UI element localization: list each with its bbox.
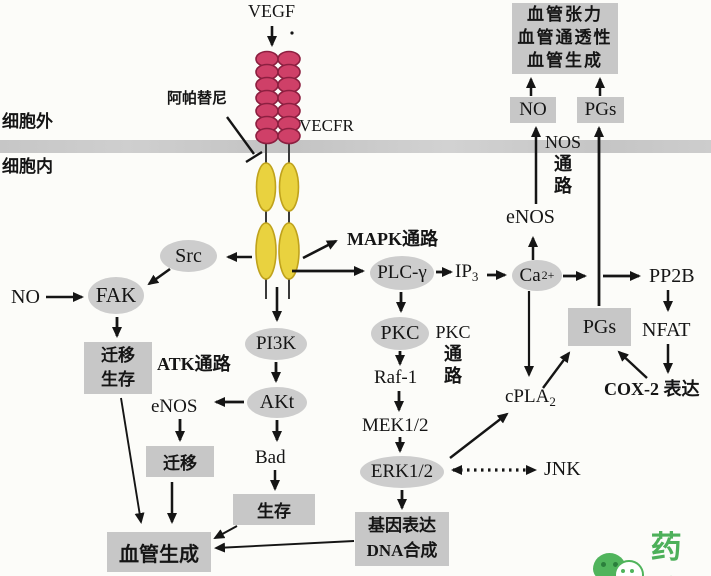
arrow-receptor-to-mapk bbox=[302, 239, 338, 260]
extracellular-label: 细胞外 bbox=[2, 112, 53, 131]
inhibitor-line bbox=[226, 116, 255, 155]
box-migration-survival: 迁移 生存 bbox=[84, 342, 152, 394]
node-src: Src bbox=[160, 240, 217, 272]
node-pkc: PKC bbox=[371, 317, 429, 350]
node-ip3: IP3 bbox=[455, 261, 479, 284]
atk-pathway-label: ATK通路 bbox=[157, 354, 231, 374]
box-no-mediator: NO bbox=[510, 97, 556, 123]
arrow-survival-to-angiogenesis bbox=[213, 525, 238, 539]
box-gene-expression: 基因表达 DNA合成 bbox=[355, 512, 449, 566]
logo-text: 药渡 bbox=[650, 530, 683, 576]
nos-pathway-label: NOS 通 路 bbox=[544, 132, 581, 196]
vegf-label: VEGF bbox=[248, 1, 296, 21]
pkc-pathway-label: PKC 通 路 bbox=[435, 322, 471, 386]
node-akt: AKt bbox=[247, 387, 307, 418]
receptor-kinase-domain bbox=[255, 162, 300, 280]
arrow-erk-to-cpla2 bbox=[449, 412, 509, 459]
cell-membrane bbox=[0, 140, 711, 153]
arrow-migration-survival-to-angiogenesis bbox=[120, 397, 145, 524]
box-pgs-top: PGs bbox=[577, 97, 624, 123]
arrow-src-to-fak bbox=[147, 267, 171, 286]
vecfr-label: VECFR bbox=[299, 116, 354, 135]
node-cox2: COX-2 表达 bbox=[604, 379, 700, 399]
box-pgs-inner: PGs bbox=[568, 308, 631, 346]
node-raf1: Raf-1 bbox=[374, 367, 418, 388]
apatinib-label: 阿帕替尼 bbox=[167, 91, 228, 107]
box-migration: 迁移 bbox=[146, 446, 214, 477]
node-erk: ERK1/2 bbox=[360, 456, 444, 488]
node-pi3k: PI3K bbox=[245, 328, 307, 360]
box-angiogenesis: 血管生成 bbox=[107, 532, 211, 572]
mapk-pathway-label: MAPK通路 bbox=[347, 229, 438, 249]
box-survival: 生存 bbox=[233, 494, 315, 525]
node-jnk: JNK bbox=[544, 458, 581, 480]
node-mek: MEK1/2 bbox=[362, 415, 429, 436]
node-enos-right: eNOS bbox=[506, 206, 555, 228]
arrow-cox2-to-pgs bbox=[617, 350, 648, 379]
node-fak: FAK bbox=[88, 277, 144, 314]
node-no-input: NO bbox=[11, 286, 40, 308]
node-cpla2: cPLA2 bbox=[505, 386, 556, 409]
box-outcomes: 血管张力 血管通透性 血管生成 bbox=[512, 3, 618, 74]
chat-bubble-small-icon bbox=[614, 559, 644, 576]
arrow-gene-to-angiogenesis bbox=[214, 540, 355, 553]
node-enos-left: eNOS bbox=[151, 396, 198, 417]
intracellular-label: 细胞内 bbox=[2, 157, 53, 176]
node-plc-gamma: PLC-γ bbox=[370, 256, 434, 290]
dot-artifact bbox=[290, 31, 294, 35]
node-nfat: NFAT bbox=[642, 319, 691, 341]
receptor-extracellular-domain bbox=[255, 50, 301, 145]
yaodu-logo: 药渡 bbox=[593, 522, 711, 576]
node-bad: Bad bbox=[255, 447, 286, 468]
node-pp2b: PP2B bbox=[649, 265, 695, 287]
inhibitor-tbar bbox=[245, 150, 263, 164]
arrow-cpla2-to-pgs bbox=[542, 351, 571, 389]
